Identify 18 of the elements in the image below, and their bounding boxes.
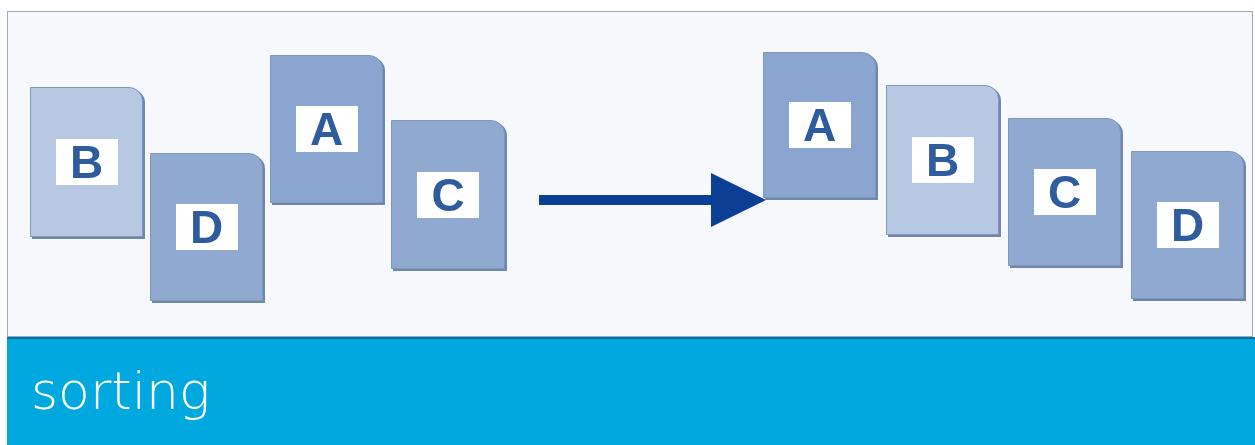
document-card: [30, 87, 143, 237]
document-card: [270, 55, 383, 203]
letter-label: B: [911, 137, 974, 183]
letter-label: A: [295, 106, 358, 152]
document-card: [391, 120, 505, 269]
letter-label: A: [788, 102, 851, 148]
letter-label: B: [55, 139, 118, 185]
letter-label: C: [1033, 169, 1096, 215]
document-card: [763, 52, 876, 198]
letter-label: D: [1156, 202, 1219, 248]
document-card: [1008, 118, 1121, 266]
document-card: [886, 85, 999, 235]
document-card: [1131, 151, 1244, 299]
caption: sorting: [31, 361, 211, 421]
letter-label: C: [417, 171, 479, 218]
document-card: [150, 153, 263, 301]
letter-label: D: [175, 204, 238, 250]
arrow: [539, 173, 766, 227]
